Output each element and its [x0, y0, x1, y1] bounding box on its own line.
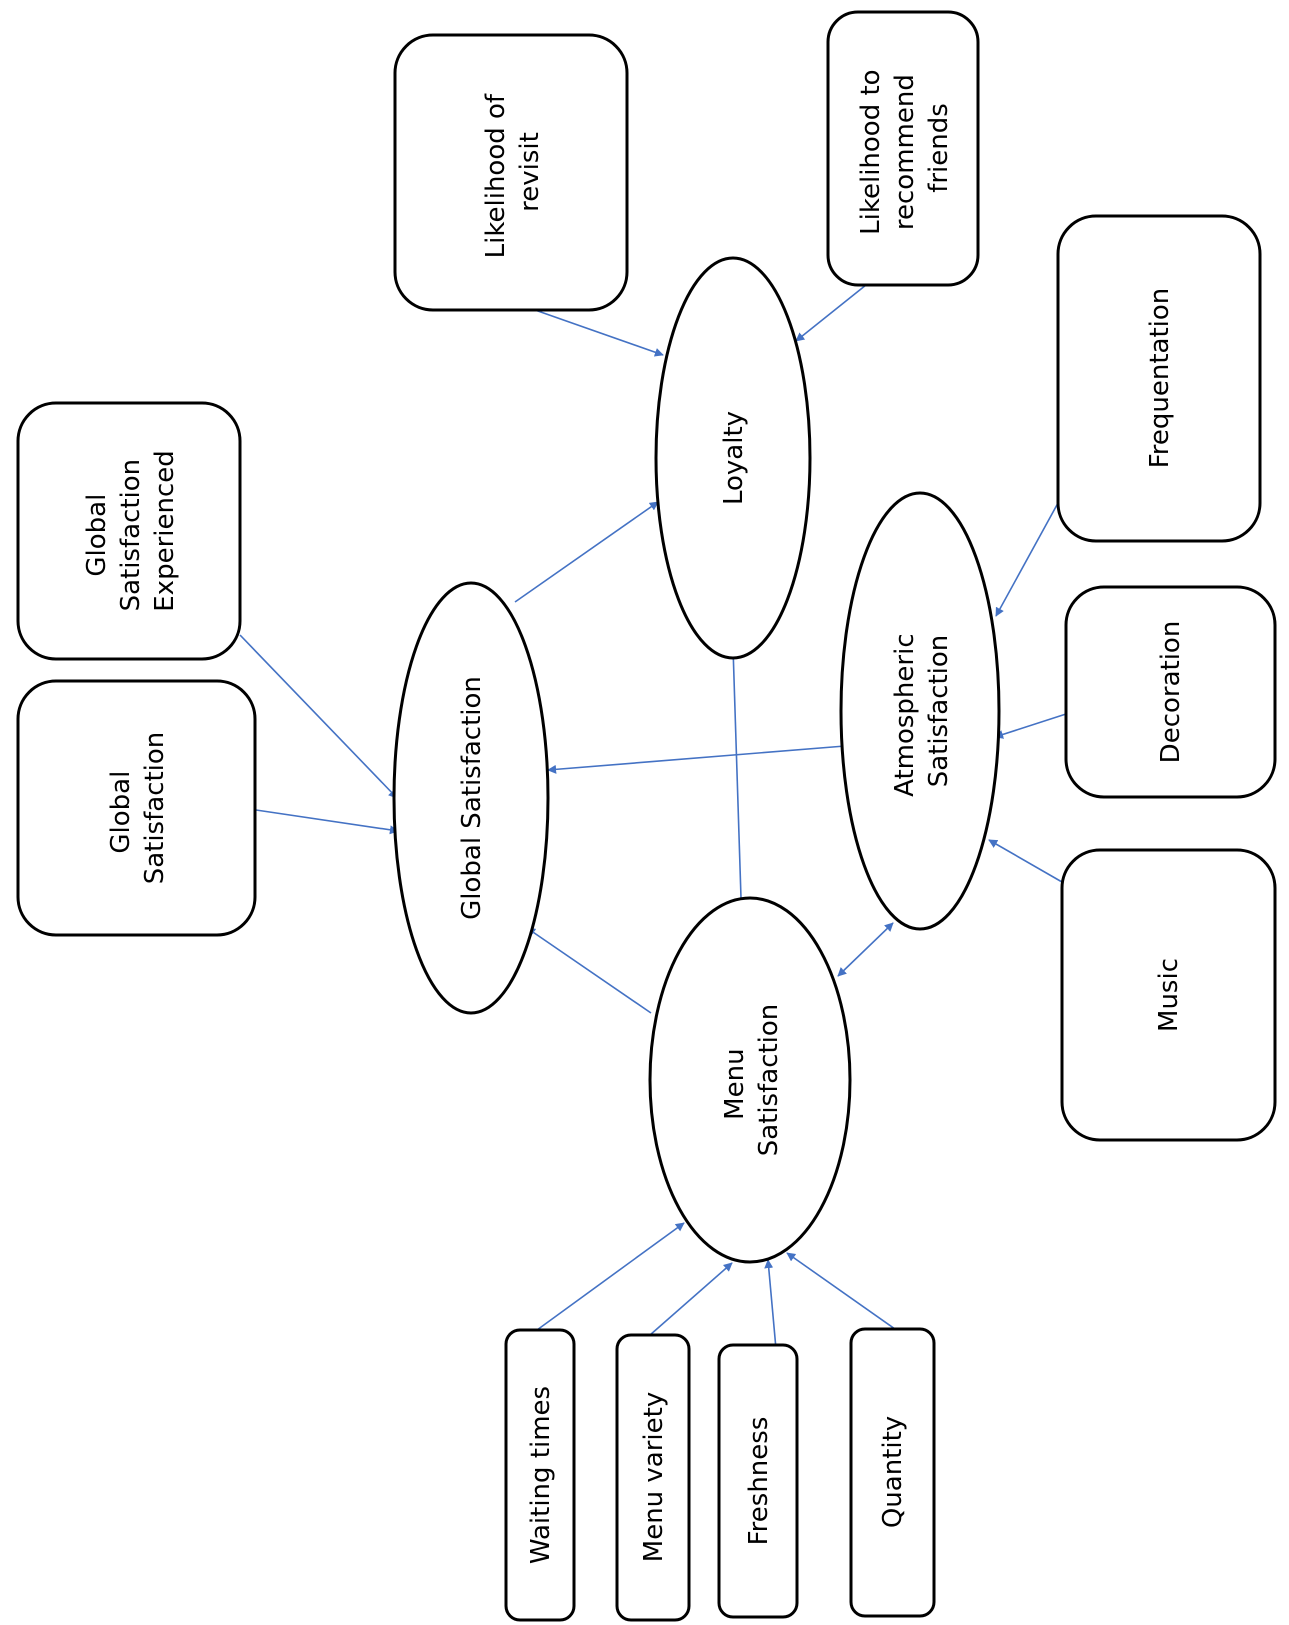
box-decoration: Decoration [1064, 585, 1277, 799]
edge-waiting-times-to-menu [536, 1222, 685, 1331]
svg-text:Menu Satisfaction: Menu Satisfaction [720, 1004, 784, 1157]
label-line: Menu [720, 1048, 750, 1119]
svg-text:Decoration: Decoration [1156, 621, 1186, 764]
label-line: Global [106, 771, 136, 854]
edge-global-satisfaction-to-loyalty [514, 501, 659, 603]
label-line: Decoration [1156, 621, 1186, 764]
svg-text:Music: Music [1154, 958, 1184, 1032]
edge-frequentation-to-atmospheric [995, 502, 1059, 617]
label-line: revisit [515, 132, 545, 212]
svg-text:Freshness: Freshness [744, 1417, 774, 1546]
label-line: recommend [890, 74, 920, 230]
box-global-satisfaction-experienced: Global Satisfaction Experienced [16, 401, 242, 661]
svg-text:Global Satisfaction: Global Satisfaction Experienced [82, 450, 180, 612]
box-likelihood-of-revisit: Likelihood of revisit [393, 33, 629, 312]
box-frequentation: Frequentation [1056, 214, 1262, 543]
edge-menu-satisfaction-to-loyalty [728, 646, 742, 899]
edge-revisit-to-loyalty [534, 309, 664, 357]
label-line: friends [924, 103, 954, 193]
edge-menu-atmospheric-bidirectional [837, 922, 894, 977]
edge-decoration-to-atmospheric [994, 713, 1067, 739]
label-line: Satisfaction [924, 635, 954, 788]
label-line: Freshness [744, 1417, 774, 1546]
label-line: Satisfaction [140, 732, 170, 885]
box-freshness: Freshness [717, 1343, 799, 1619]
edge-menu-to-global-satisfaction [526, 927, 652, 1014]
label-line: Likelihood of [481, 93, 511, 258]
edge-menu-variety-to-menu [649, 1262, 733, 1336]
svg-text:Global Satisfaction: Global Satisfaction [457, 676, 487, 920]
svg-text:Loyalty: Loyalty [719, 411, 749, 505]
box-likelihood-to-recommend: Likelihood to recommend friends [826, 10, 980, 287]
label-line: Satisfaction [754, 1004, 784, 1157]
box-menu-variety: Menu variety [615, 1333, 691, 1622]
edge-recommend-to-loyalty [795, 284, 867, 342]
svg-text:Likelihood to recommend: Likelihood to recommend friends [856, 61, 954, 235]
label-line: Global [82, 494, 112, 577]
box-quantity: Quantity [849, 1327, 936, 1618]
box-global-satisfaction-indicator: Global Satisfaction [16, 679, 257, 937]
svg-text:Likelihood of revisit: Likelihood of revisit [481, 86, 545, 259]
node-global-satisfaction: Global Satisfaction [392, 581, 550, 1015]
label-line: Quantity [878, 1416, 908, 1528]
box-waiting-times: Waiting times [504, 1328, 576, 1622]
edge-freshness-to-menu [764, 1259, 777, 1350]
svg-text:Menu variety: Menu variety [639, 1392, 669, 1562]
label-line: Satisfaction [116, 459, 146, 612]
label-line: Loyalty [719, 411, 749, 505]
svg-text:Global Satisfaction: Global Satisfaction [106, 732, 170, 885]
node-loyalty: Loyalty [654, 256, 812, 660]
edge-global-indicator-to-global-satisfaction [255, 809, 399, 835]
edge-experienced-to-global-satisfaction [239, 634, 398, 799]
label-line: Likelihood to [856, 69, 886, 234]
svg-text:Quantity: Quantity [878, 1416, 908, 1528]
label-line: Waiting times [526, 1386, 556, 1564]
box-music: Music [1060, 848, 1277, 1142]
label-line: Global Satisfaction [457, 676, 487, 920]
label-line: Frequentation [1145, 288, 1175, 469]
label-line: Music [1154, 958, 1184, 1032]
edges [239, 284, 1067, 1350]
label-line: Menu variety [639, 1392, 669, 1562]
edge-atmospheric-to-global-satisfaction [547, 745, 846, 774]
svg-text:Waiting times: Waiting times [526, 1386, 556, 1564]
label-line: Atmospheric [890, 633, 920, 797]
edge-quantity-to-menu [786, 1252, 896, 1330]
svg-text:Frequentation: Frequentation [1145, 288, 1175, 469]
label-line: Experienced [150, 450, 180, 612]
edge-music-to-atmospheric [988, 839, 1063, 883]
node-atmospheric-satisfaction: Atmospheric Satisfaction [839, 491, 1001, 931]
node-menu-satisfaction: Menu Satisfaction [648, 896, 852, 1264]
svg-text:Atmospheric Satisfaction: Atmospheric Satisfaction [890, 625, 954, 797]
